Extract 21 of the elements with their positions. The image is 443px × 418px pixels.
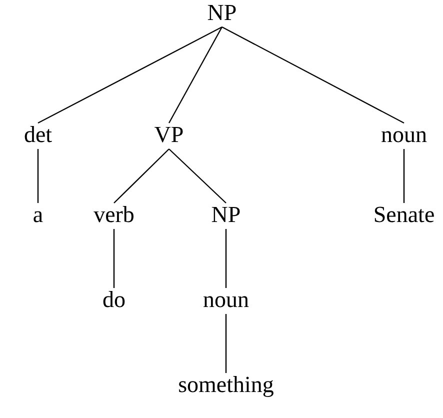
tree-branch bbox=[225, 229, 227, 288]
tree-node-label: NP bbox=[210, 202, 242, 228]
tree-node-label: a bbox=[32, 202, 44, 228]
tree-branch bbox=[113, 229, 115, 288]
tree-node-label: noun bbox=[380, 122, 428, 148]
tree-node-label: Senate bbox=[372, 202, 436, 228]
tree-node-label: NP bbox=[206, 0, 238, 26]
tree-node-label: det bbox=[22, 122, 54, 148]
tree-branch bbox=[37, 149, 39, 203]
tree-node-label: verb bbox=[92, 202, 136, 228]
tree-branch bbox=[114, 148, 170, 204]
tree-node-label: do bbox=[102, 287, 126, 313]
tree-branch bbox=[403, 149, 405, 203]
tree-branch bbox=[168, 148, 226, 204]
tree-node-label: noun bbox=[202, 287, 250, 313]
tree-branch bbox=[222, 26, 404, 124]
tree-node-label: something bbox=[177, 372, 275, 398]
tree-branch bbox=[168, 26, 223, 124]
tree-node-label: VP bbox=[153, 122, 185, 148]
tree-branch bbox=[225, 314, 227, 373]
tree-branch bbox=[38, 26, 222, 124]
